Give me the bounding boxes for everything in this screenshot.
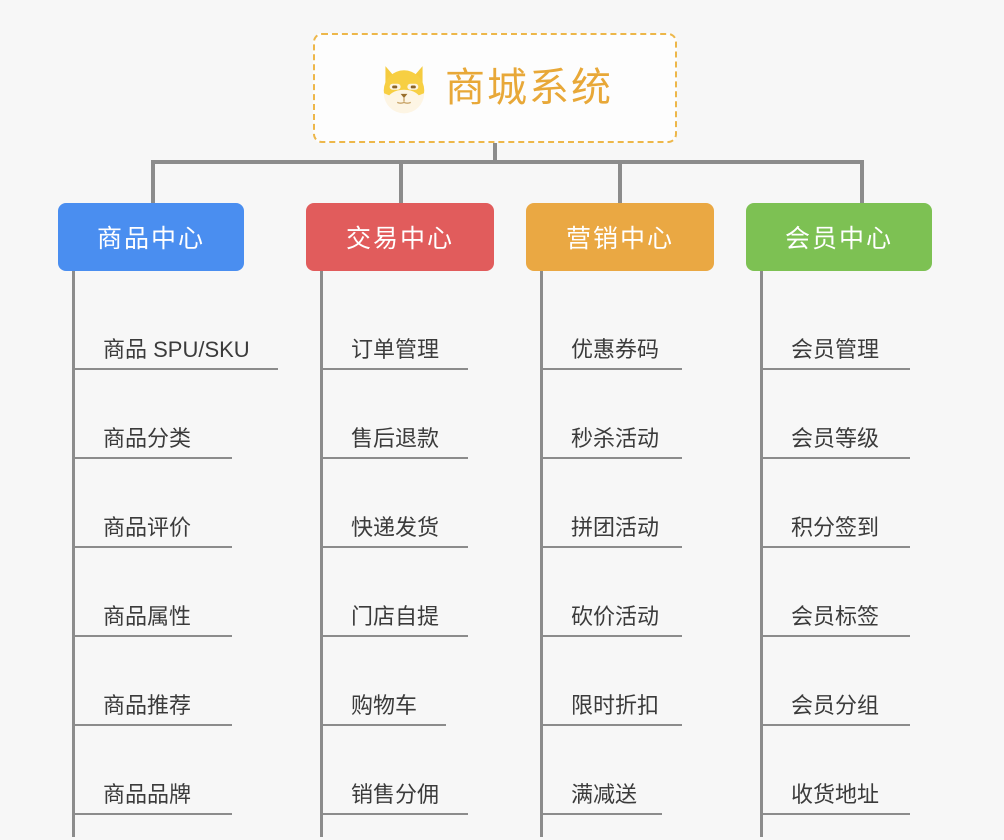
leaf-item[interactable]: 会员管理 bbox=[760, 281, 910, 370]
leaf-label: 限时折扣 bbox=[571, 692, 660, 718]
group-header-2[interactable]: 交易中心 bbox=[306, 203, 494, 271]
leaf-label: 商品品牌 bbox=[103, 781, 192, 807]
leaf-label: 商品分类 bbox=[103, 425, 192, 451]
leaf-label: 订单管理 bbox=[351, 336, 440, 362]
leaf-item[interactable]: 商品品牌 bbox=[72, 726, 232, 815]
leaf-label: 销售分佣 bbox=[351, 781, 440, 807]
root-node[interactable]: 商城系统 bbox=[313, 33, 677, 143]
group-spine-3 bbox=[540, 271, 543, 837]
group-spine-2 bbox=[320, 271, 323, 837]
leaf-label: 商品属性 bbox=[103, 603, 192, 629]
connector-drop-3 bbox=[618, 160, 622, 205]
leaf-label: 门店自提 bbox=[351, 603, 440, 629]
group-spine-1 bbox=[72, 271, 75, 837]
leaf-item[interactable]: 订单管理 bbox=[320, 281, 468, 370]
group-spine-4 bbox=[760, 271, 763, 837]
leaf-item[interactable]: 积分签到 bbox=[760, 459, 910, 548]
leaf-item[interactable]: 砍价活动 bbox=[540, 548, 682, 637]
shiba-face-icon bbox=[377, 61, 431, 115]
leaf-item[interactable]: 会员标签 bbox=[760, 548, 910, 637]
leaf-label: 秒杀活动 bbox=[571, 425, 660, 451]
group-header-3[interactable]: 营销中心 bbox=[526, 203, 714, 271]
leaf-item[interactable]: 商品属性 bbox=[72, 548, 232, 637]
leaf-item[interactable]: 商品评价 bbox=[72, 459, 232, 548]
connector-drop-1 bbox=[151, 160, 155, 205]
group-header-label-3: 营销中心 bbox=[565, 225, 674, 253]
leaf-item[interactable]: 商品分类 bbox=[72, 370, 232, 459]
leaf-label: 拼团活动 bbox=[571, 514, 660, 540]
leaf-label: 满减送 bbox=[571, 781, 638, 807]
leaf-item[interactable]: 优惠券码 bbox=[540, 281, 682, 370]
leaf-label: 会员等级 bbox=[791, 425, 880, 451]
leaf-label: 积分签到 bbox=[791, 514, 880, 540]
leaf-item[interactable]: 限时折扣 bbox=[540, 637, 682, 726]
leaf-item[interactable]: 会员分组 bbox=[760, 637, 910, 726]
connector-drop-2 bbox=[399, 160, 403, 205]
leaf-item[interactable]: 购物车 bbox=[320, 637, 446, 726]
leaf-item[interactable]: 收货地址 bbox=[760, 726, 910, 815]
connector-drop-4 bbox=[860, 160, 864, 205]
leaf-item[interactable]: 商品 SPU/SKU bbox=[72, 281, 278, 370]
group-header-label-4: 会员中心 bbox=[784, 225, 893, 253]
group-header-label-1: 商品中心 bbox=[96, 225, 205, 253]
leaf-label: 会员标签 bbox=[791, 603, 880, 629]
leaf-item[interactable]: 快递发货 bbox=[320, 459, 468, 548]
group-header-label-2: 交易中心 bbox=[345, 225, 454, 253]
leaf-item[interactable]: 拼团活动 bbox=[540, 459, 682, 548]
connector-bus bbox=[151, 160, 864, 164]
leaf-label: 优惠券码 bbox=[571, 336, 660, 362]
leaf-label: 售后退款 bbox=[351, 425, 440, 451]
leaf-item[interactable]: 门店自提 bbox=[320, 548, 468, 637]
leaf-label: 商品推荐 bbox=[103, 692, 192, 718]
leaf-item[interactable]: 销售分佣 bbox=[320, 726, 468, 815]
leaf-item[interactable]: 商品推荐 bbox=[72, 637, 232, 726]
leaf-label: 会员管理 bbox=[791, 336, 880, 362]
leaf-item[interactable]: 售后退款 bbox=[320, 370, 468, 459]
group-header-4[interactable]: 会员中心 bbox=[746, 203, 932, 271]
leaf-item[interactable]: 秒杀活动 bbox=[540, 370, 682, 459]
leaf-label: 购物车 bbox=[351, 692, 418, 718]
leaf-label: 会员分组 bbox=[791, 692, 880, 718]
leaf-label: 商品 SPU/SKU bbox=[103, 336, 250, 362]
leaf-label: 快递发货 bbox=[351, 514, 440, 540]
leaf-label: 商品评价 bbox=[103, 514, 192, 540]
leaf-item[interactable]: 会员等级 bbox=[760, 370, 910, 459]
leaf-item[interactable]: 满减送 bbox=[540, 726, 662, 815]
leaf-label: 砍价活动 bbox=[571, 603, 660, 629]
leaf-label: 收货地址 bbox=[791, 781, 880, 807]
root-title: 商城系统 bbox=[445, 66, 613, 110]
group-header-1[interactable]: 商品中心 bbox=[58, 203, 244, 271]
connector-root-stem bbox=[493, 143, 497, 163]
